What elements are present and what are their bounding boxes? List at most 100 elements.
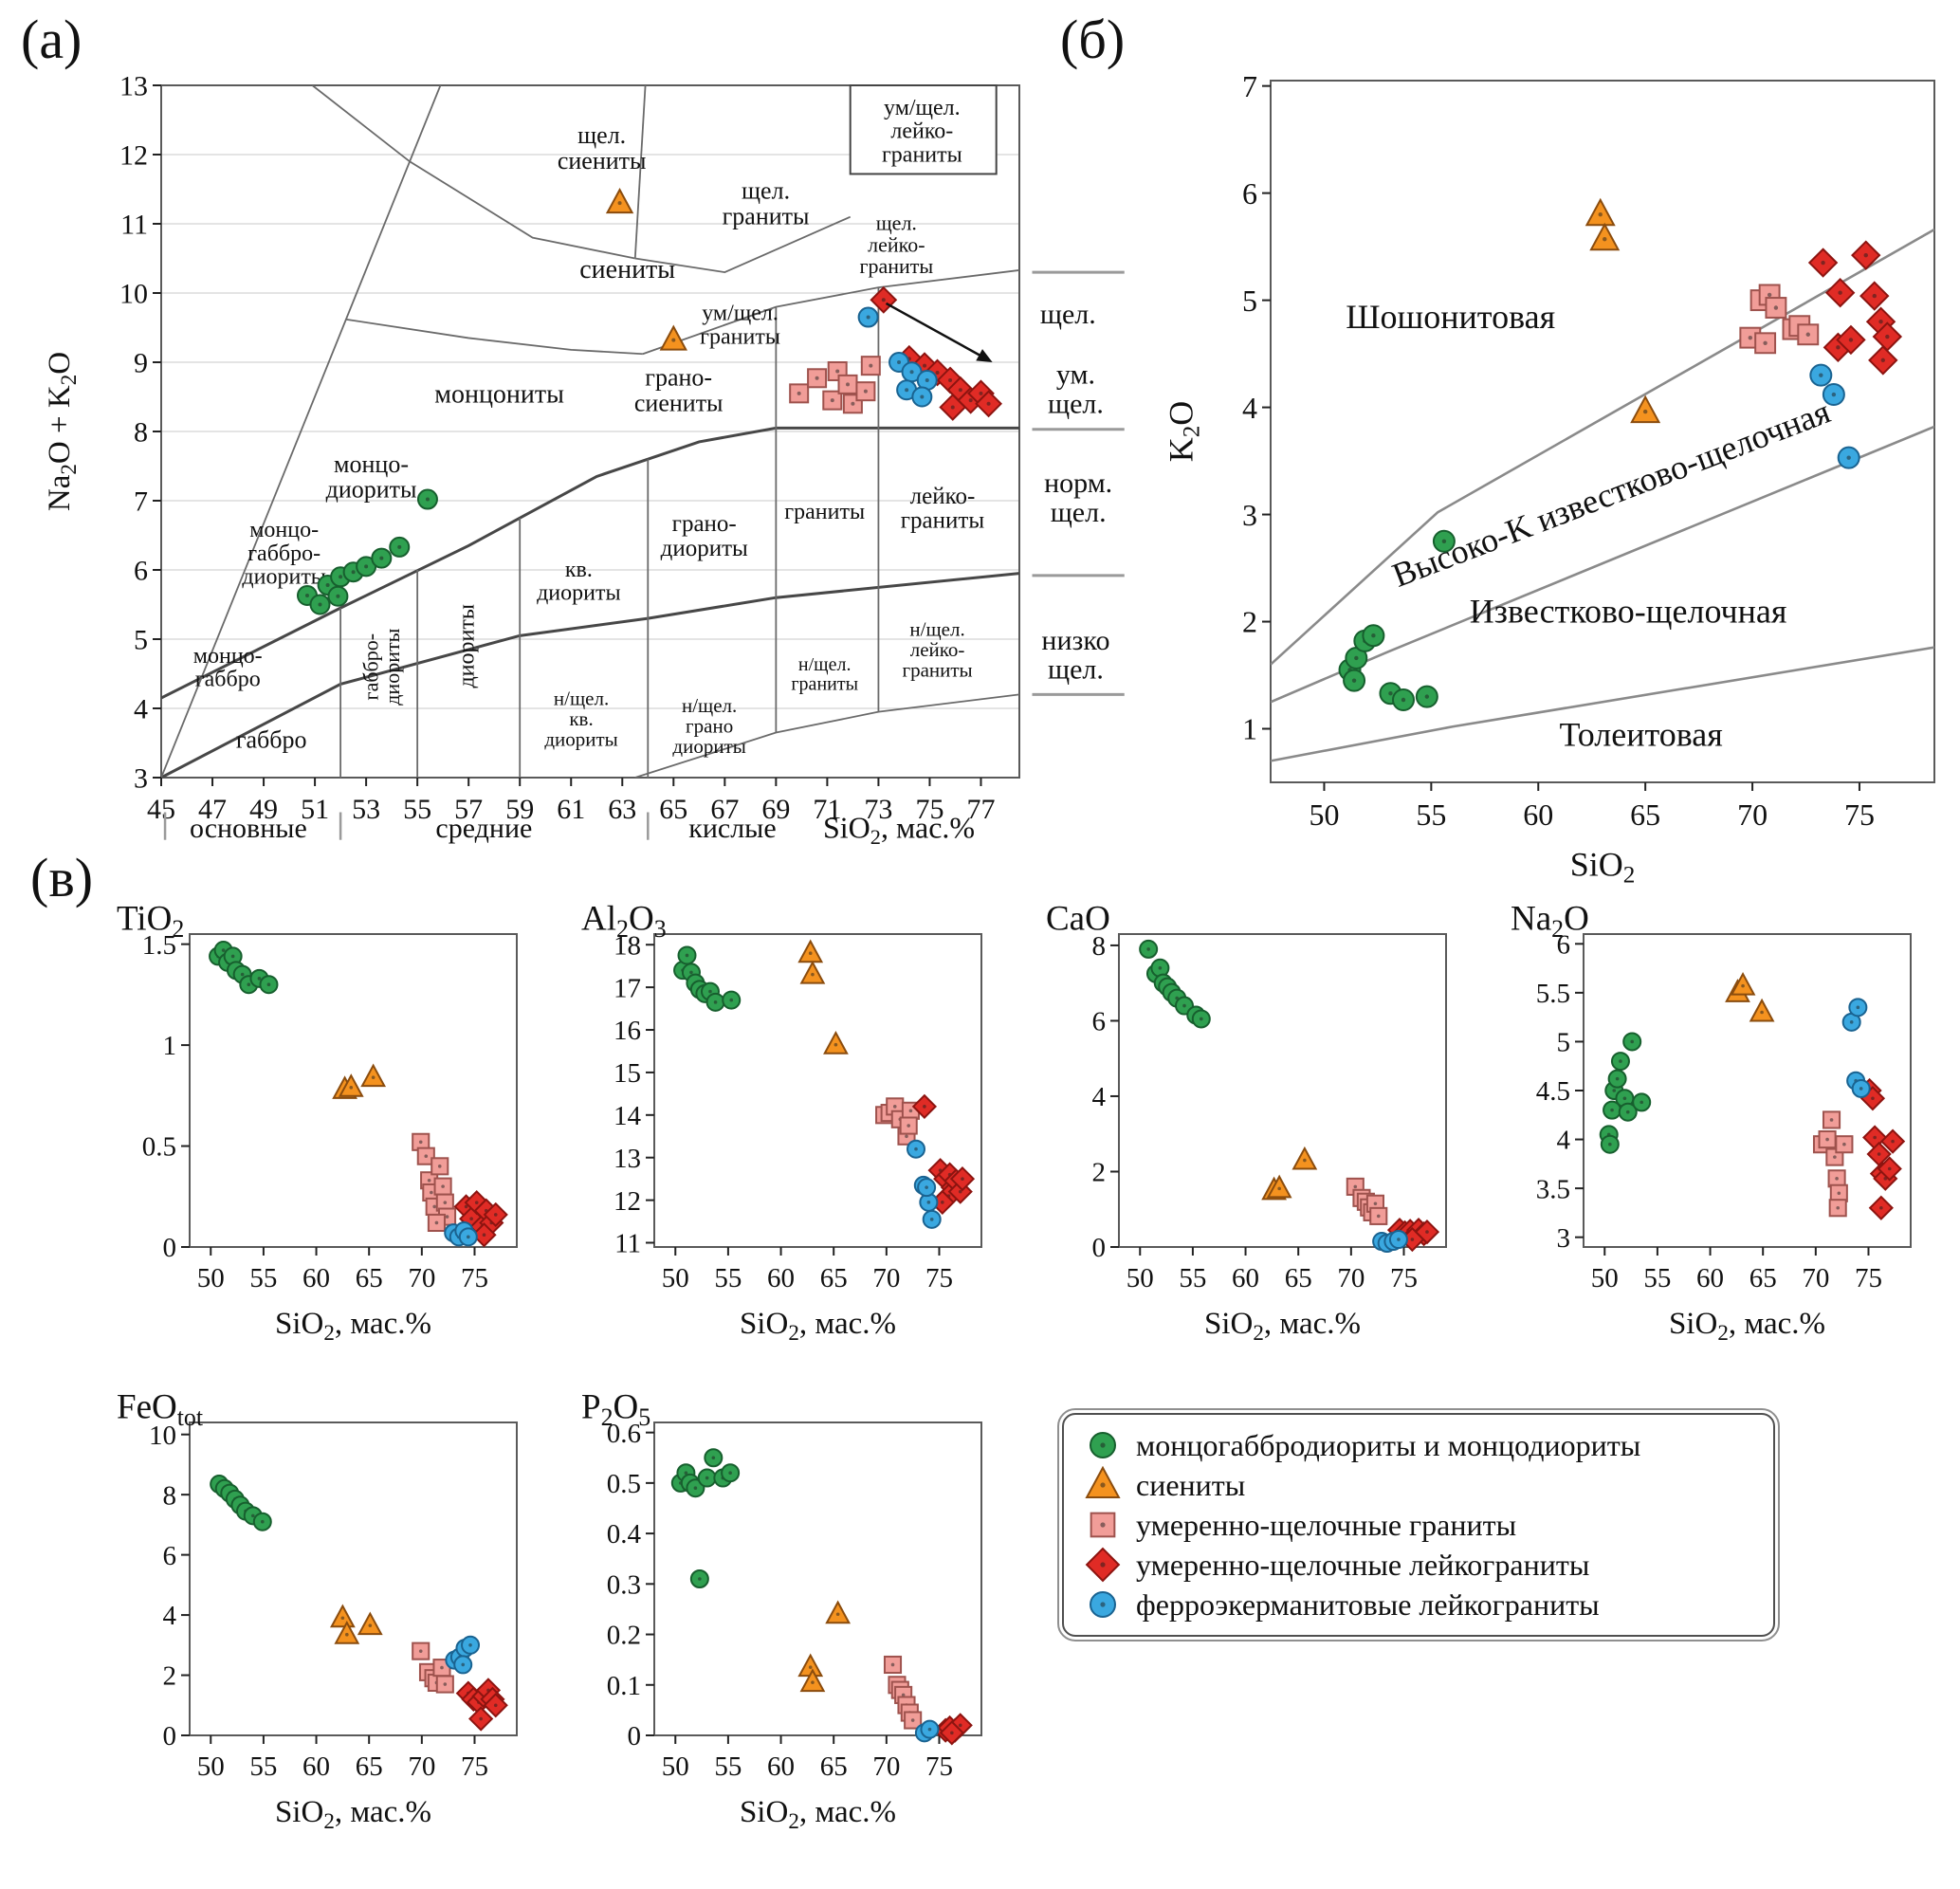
svg-text:CaO: CaO <box>1046 900 1110 939</box>
series-granite <box>412 1641 454 1694</box>
series-ferro <box>1372 1230 1408 1254</box>
text-label: кв.диориты <box>537 558 621 606</box>
svg-text:4: 4 <box>1242 391 1257 425</box>
svg-text:53: 53 <box>352 794 380 825</box>
svg-text:70: 70 <box>1737 798 1768 832</box>
svg-text:кислые: кислые <box>688 813 776 844</box>
panel-label-a: (а) <box>21 9 82 70</box>
svg-text:0.4: 0.4 <box>607 1519 642 1550</box>
svg-text:Al2O3: Al2O3 <box>581 900 667 943</box>
marker-triangle <box>1730 971 1756 996</box>
svg-text:65: 65 <box>820 1263 848 1293</box>
svg-text:71: 71 <box>813 794 841 825</box>
svg-text:ум.щел.: ум.щел. <box>1048 358 1104 419</box>
svg-text:75: 75 <box>925 1263 953 1293</box>
plot-frame <box>189 933 518 1248</box>
svg-text:лейко-граниты: лейко-граниты <box>901 484 985 534</box>
svg-text:65: 65 <box>356 1751 383 1782</box>
marker-triangle <box>823 1031 849 1055</box>
series-leucogranite <box>911 1093 976 1215</box>
svg-text:монцо-габбро-диориты: монцо-габбро-диориты <box>242 518 326 589</box>
svg-text:11: 11 <box>614 1229 641 1259</box>
svg-text:2: 2 <box>1242 605 1257 639</box>
svg-text:60: 60 <box>1232 1263 1259 1293</box>
svg-text:50: 50 <box>662 1263 689 1293</box>
series-monzo <box>1599 1032 1652 1154</box>
svg-text:55: 55 <box>1643 1263 1671 1293</box>
svg-text:сиениты: сиениты <box>579 255 675 284</box>
svg-text:50: 50 <box>1309 798 1339 832</box>
marker-triangle <box>1589 222 1621 251</box>
svg-text:6: 6 <box>1557 929 1571 960</box>
series-syenite <box>797 939 849 1055</box>
legend-item: монцогаббродиориты и монцодиориты <box>1081 1426 1756 1464</box>
svg-text:75: 75 <box>461 1263 488 1293</box>
series-leucogranite <box>453 1190 508 1248</box>
svg-text:5.5: 5.5 <box>1536 979 1570 1009</box>
series-granite <box>412 1132 457 1233</box>
svg-text:6: 6 <box>1242 176 1257 211</box>
gridlines <box>161 154 1019 709</box>
svg-text:50: 50 <box>1591 1263 1619 1293</box>
series-monzo <box>296 488 438 615</box>
text-label: монцониты <box>434 379 564 409</box>
series-syenite <box>329 1604 383 1644</box>
field-box <box>849 84 998 175</box>
text-label: н/щел.кв.диориты <box>544 687 617 750</box>
svg-text:75: 75 <box>915 794 943 825</box>
series-monzo <box>1338 529 1456 712</box>
svg-text:65: 65 <box>820 1751 848 1782</box>
svg-text:граниты: граниты <box>784 500 865 524</box>
series-ferro <box>907 1139 942 1229</box>
svg-text:13: 13 <box>119 71 148 102</box>
text-label: ум.щел. <box>1048 358 1104 419</box>
text-label: ум/щел.лейко-граниты <box>882 96 962 167</box>
svg-text:TiO2: TiO2 <box>117 900 184 943</box>
svg-text:15: 15 <box>614 1058 641 1089</box>
svg-text:щел.граниты: щел.граниты <box>723 177 810 230</box>
svg-text:щел.сиениты: щел.сиениты <box>558 121 647 174</box>
legend-label: умеренно-щелочные граниты <box>1136 1507 1517 1542</box>
text-label: монцо-диориты <box>326 450 417 504</box>
chart-title: Al2O3 <box>581 900 667 943</box>
svg-text:основные: основные <box>190 813 307 844</box>
triangle-marker-icon <box>1085 1466 1121 1498</box>
svg-text:70: 70 <box>872 1263 900 1293</box>
svg-text:49: 49 <box>249 794 278 825</box>
svg-text:55: 55 <box>403 794 431 825</box>
svg-text:6: 6 <box>163 1541 177 1571</box>
text-label: Шошонитовая <box>1346 298 1555 336</box>
text-label: щел. <box>1040 299 1096 330</box>
text-label: диориты <box>455 604 480 688</box>
svg-text:11: 11 <box>120 210 148 241</box>
svg-text:77: 77 <box>966 794 995 825</box>
svg-text:SiO2: SiO2 <box>1570 845 1636 888</box>
series-monzo <box>1139 939 1211 1029</box>
series-ferro <box>1809 363 1860 469</box>
svg-text:6: 6 <box>134 556 148 587</box>
svg-text:SiO2, мас.%: SiO2, мас.% <box>823 810 975 848</box>
svg-text:н/щел.кв.диориты: н/щел.кв.диориты <box>544 687 617 750</box>
svg-text:13: 13 <box>614 1144 641 1174</box>
marker-triangle <box>1266 1174 1292 1199</box>
svg-text:51: 51 <box>301 794 329 825</box>
series-leucogranite <box>1857 1077 1906 1220</box>
text-label: лейко-граниты <box>901 484 985 534</box>
svg-text:SiO2, мас.%: SiO2, мас.% <box>275 1307 431 1342</box>
x-axis-label: SiO2, мас.% <box>275 1307 431 1345</box>
svg-text:65: 65 <box>1285 1263 1312 1293</box>
svg-text:7: 7 <box>1242 69 1257 103</box>
plot-frame <box>1270 80 1935 783</box>
